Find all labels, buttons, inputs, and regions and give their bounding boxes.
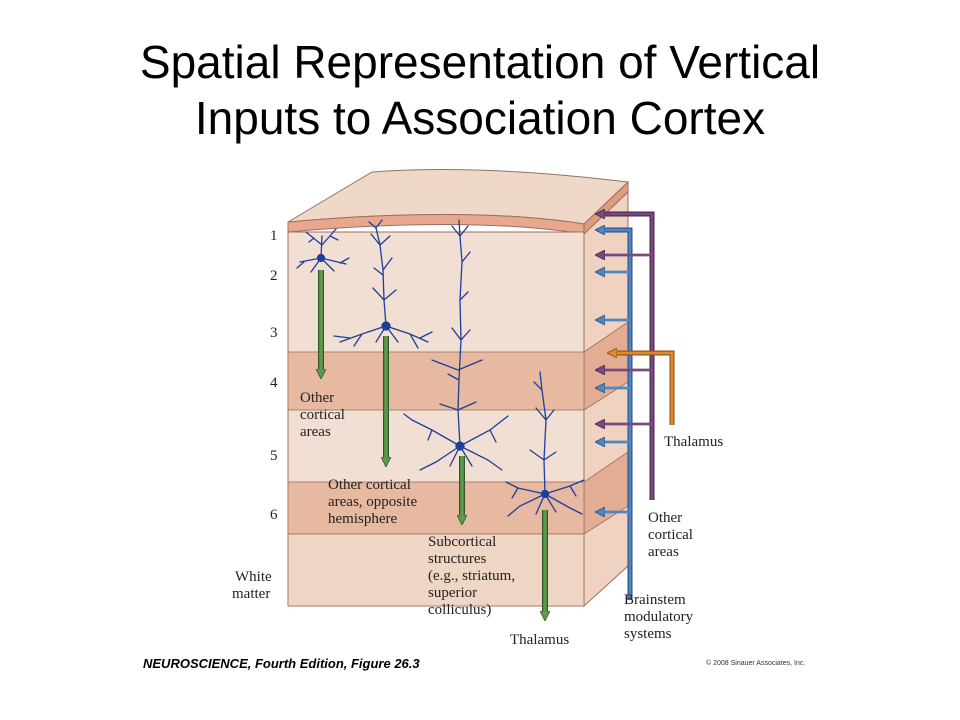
output-label-thalamus: Thalamus	[510, 632, 569, 648]
output-label-subcortical-4: superior	[428, 585, 477, 601]
input-label-other-cortical-1: Other	[648, 510, 682, 526]
layer-label-2: 2	[270, 268, 278, 284]
layer-label-6: 6	[270, 507, 278, 523]
output-label-other-cortical-3: areas	[300, 424, 331, 440]
copyright-notice: © 2008 Sinauer Associates, Inc.	[706, 660, 806, 667]
input-label-other-cortical-3: areas	[648, 544, 679, 560]
input-label-brainstem-1: Brainstem	[624, 592, 686, 608]
layer6-band	[287, 481, 585, 535]
output-label-subcortical-5: colliculus)	[428, 602, 491, 618]
output-label-subcortical-2: structures	[428, 551, 486, 567]
layer-label-4: 4	[270, 375, 278, 391]
cortical-input-pathway	[600, 214, 655, 500]
input-label-thalamus: Thalamus	[664, 434, 723, 450]
neuron-layer5-pyramidal	[403, 219, 509, 471]
output-label-subcortical-1: Subcortical	[428, 534, 496, 550]
output-label-other-cortical-2: cortical	[300, 407, 345, 423]
output-label-opposite-1: Other cortical	[328, 477, 411, 493]
output-label-subcortical-3: (e.g., striatum,	[428, 568, 515, 584]
output-label-opposite-2: areas, opposite	[328, 494, 417, 510]
input-label-other-cortical-2: cortical	[648, 527, 693, 543]
output-label-opposite-3: hemisphere	[328, 511, 397, 527]
neuron-layer3-pyramidal	[333, 219, 433, 349]
layer-label-3: 3	[270, 325, 278, 341]
title-line-2: Inputs to Association Cortex	[194, 92, 766, 144]
slide-title: Spatial Representation of Vertical Input…	[0, 34, 960, 146]
neuron-layer6-pyramidal	[505, 371, 585, 517]
thalamic-input-pathway	[612, 353, 675, 425]
layer-label-5: 5	[270, 448, 278, 464]
white-matter-label-line1: White	[235, 569, 272, 585]
input-label-brainstem-3: systems	[624, 626, 672, 642]
layer-label-1: 1	[270, 228, 278, 244]
white-matter-label-line2: matter	[232, 586, 270, 602]
output-label-other-cortical-1: Other	[300, 390, 334, 406]
white-matter-region	[287, 533, 585, 607]
title-line-1: Spatial Representation of Vertical	[139, 36, 821, 88]
input-label-brainstem-2: modulatory	[624, 609, 694, 625]
neuron-layer2-stellate	[296, 228, 350, 273]
brainstem-input-pathway	[600, 230, 633, 600]
figure-caption: NEUROSCIENCE, Fourth Edition, Figure 26.…	[143, 656, 420, 671]
